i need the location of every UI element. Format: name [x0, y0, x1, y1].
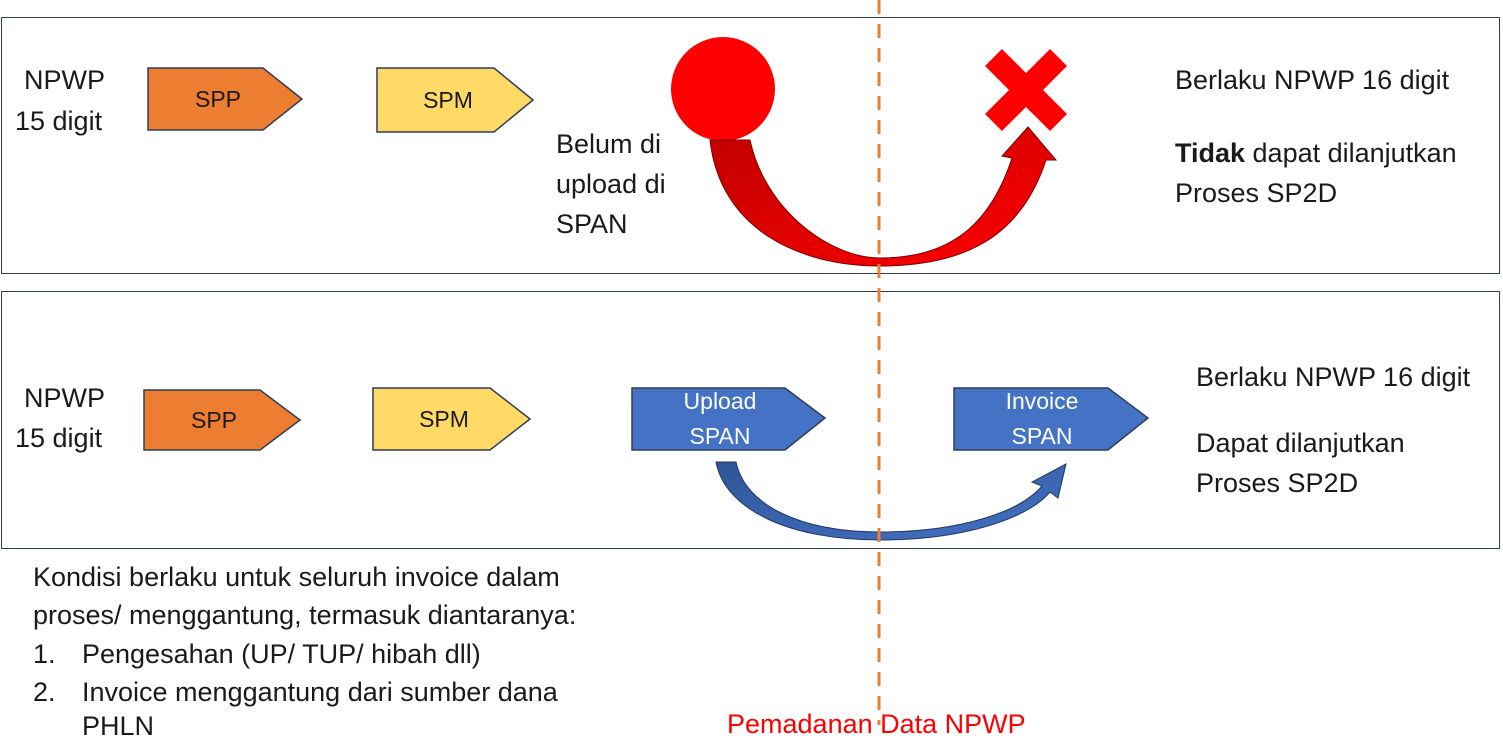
spm-pentagon-bottom: [372, 387, 532, 451]
diagram-canvas: [143, 0, 1150, 725]
conditions-item-2-text: Invoice menggantung dari sumber dana: [82, 677, 558, 707]
conditions-item-2-continued: PHLN: [82, 711, 155, 741]
result-top-bold: Tidak: [1175, 138, 1246, 168]
invoice-span-line-1: Invoice: [1005, 388, 1079, 414]
result-bottom-line-3: Proses SP2D: [1196, 468, 1359, 498]
spm-pentagon-top: [376, 67, 535, 133]
invoice-span-pentagon: [953, 387, 1150, 451]
spm-label-top: SPM: [423, 86, 473, 113]
npwp-label-bottom: NPWP: [24, 383, 105, 413]
curved-arrow-icon: [709, 126, 1058, 267]
status-line-3: SPAN: [556, 209, 628, 239]
result-top-rest: dapat dilanjutkan: [1245, 138, 1457, 168]
status-line-2: upload di: [556, 169, 666, 199]
upload-span-line-2: SPAN: [689, 423, 751, 449]
upload-span-line-1: Upload: [683, 388, 757, 414]
spp-pentagon-bottom: [143, 389, 302, 451]
result-top-line-3: Proses SP2D: [1175, 178, 1338, 208]
invoice-span-label: Invoice SPAN: [954, 386, 1130, 452]
red-cross-icon: [984, 48, 1068, 132]
result-top-line-2: Tidak dapat dilanjutkan: [1175, 133, 1457, 173]
upload-span-pentagon: [631, 387, 827, 451]
spp-pentagon-top: [147, 67, 304, 131]
result-top-line-1: Berlaku NPWP 16 digit: [1175, 65, 1450, 95]
result-bottom-line-1: Berlaku NPWP 16 digit: [1196, 362, 1471, 392]
conditions-item-2-number: 2.: [33, 677, 56, 707]
spp-label-bottom: SPP: [190, 406, 238, 433]
npwp-digit-label-bottom: 15 digit: [15, 423, 103, 453]
npwp-digit-label-top: 15 digit: [15, 106, 103, 136]
invoice-span-line-2: SPAN: [1011, 423, 1073, 449]
npwp-label-top: NPWP: [24, 65, 105, 95]
curved-arrow-icon: [715, 461, 1067, 541]
conditions-intro-line-1: Kondisi berlaku untuk seluruh invoice da…: [33, 562, 560, 592]
spm-label-bottom: SPM: [419, 405, 469, 432]
conditions-intro-line-2: proses/ menggantung, termasuk diantarany…: [33, 600, 577, 630]
spp-label-top: SPP: [194, 85, 242, 112]
status-line-1: Belum di: [556, 129, 662, 159]
conditions-item-1-text: Pengesahan (UP/ TUP/ hibah dll): [82, 639, 481, 669]
conditions-item-1-number: 1.: [33, 639, 56, 669]
red-circle-icon: [671, 37, 775, 141]
result-bottom-line-2: Dapat dilanjutkan: [1196, 428, 1405, 458]
upload-span-label: Upload SPAN: [632, 386, 808, 452]
